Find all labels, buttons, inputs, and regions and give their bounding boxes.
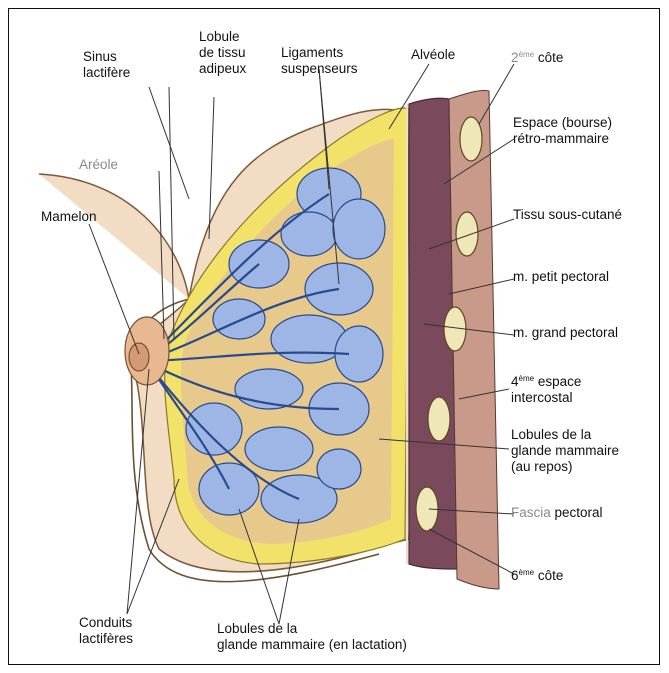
nipple-shape	[129, 343, 149, 371]
label-mamelon: Mamelon	[41, 209, 97, 225]
label-grand-pectoral: m. grand pectoral	[513, 325, 618, 341]
label-2eme-cote: 2ème côte	[511, 47, 563, 66]
label-espace-bourse: Espace (bourse) rétro-mammaire	[513, 115, 612, 147]
label-lobules-repos: Lobules de la glande mammaire (au repos)	[511, 427, 619, 475]
label-4eme-espace: 4ème espace intercostal	[511, 371, 581, 406]
label-areole: Aréole	[79, 157, 118, 173]
label-alveole: Alvéole	[411, 47, 455, 63]
label-conduits: Conduits lactifères	[79, 615, 133, 647]
label-petit-pectoral: m. petit pectoral	[513, 269, 609, 285]
label-tissu-sous-cutane: Tissu sous-cutané	[513, 207, 622, 223]
label-ligaments: Ligaments suspenseurs	[281, 45, 358, 77]
label-sinus: Sinus lactifère	[83, 49, 130, 81]
label-lobules-lactation: Lobules de la glande mammaire (en lactat…	[217, 621, 407, 653]
label-lobule-tissu: Lobule de tissu adipeux	[199, 29, 246, 77]
diagram-frame: Sinus lactifère Lobule de tissu adipeux …	[8, 8, 660, 665]
label-fascia-pectoral: Fascia pectoral	[511, 505, 603, 521]
label-6eme-cote: 6ème côte	[511, 565, 563, 584]
